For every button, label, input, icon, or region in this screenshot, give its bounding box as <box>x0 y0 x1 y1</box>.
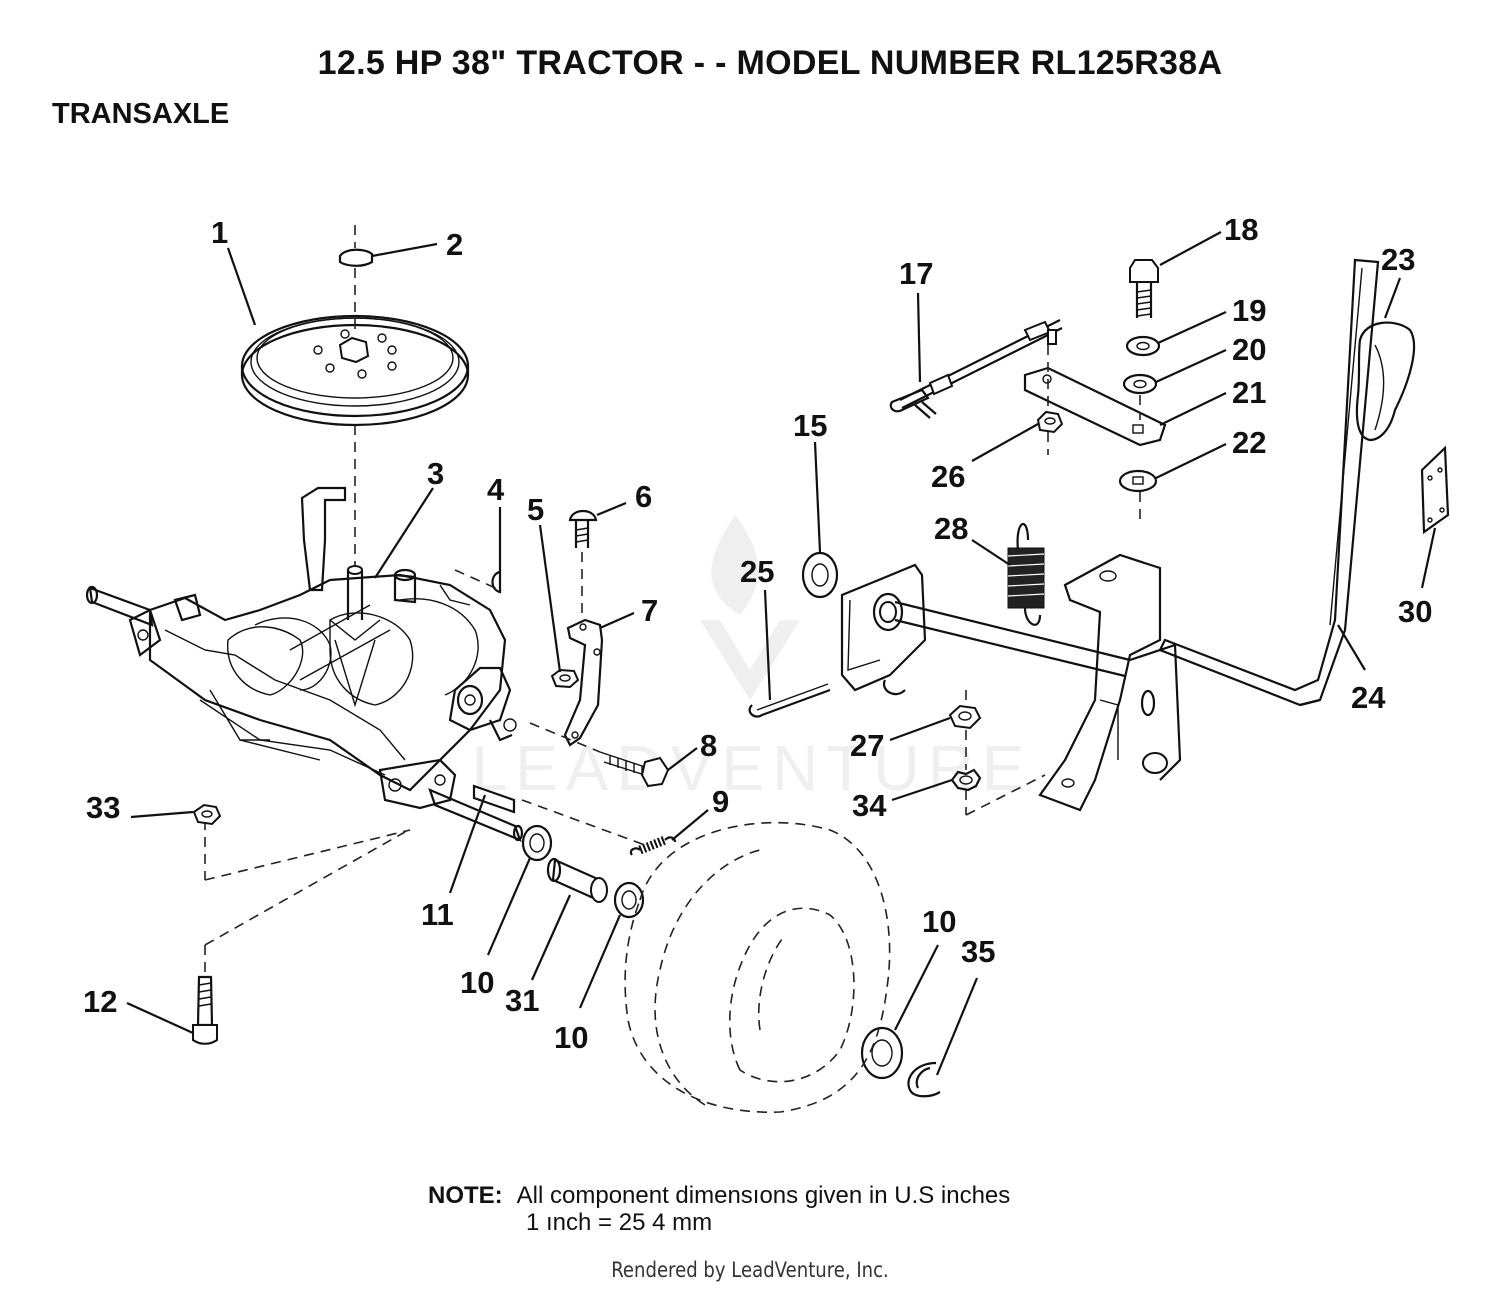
callout-28: 28 <box>934 511 968 546</box>
callout-19: 19 <box>1232 293 1266 328</box>
callout-12: 12 <box>83 984 117 1019</box>
part-20-washer <box>1122 373 1158 395</box>
callout-33: 33 <box>86 790 120 825</box>
callout-17: 17 <box>899 256 933 291</box>
part-5-nut <box>550 668 580 689</box>
callout-30: 30 <box>1398 594 1432 629</box>
part-6-bolt <box>568 509 598 548</box>
part-19-washer <box>1125 335 1161 357</box>
section-title: TRANSAXLE <box>52 98 230 130</box>
part-23-knob <box>1355 321 1416 442</box>
part-25-pin <box>748 683 831 718</box>
note-label: NOTE: <box>428 1182 503 1209</box>
key-part <box>338 248 374 267</box>
callout-34: 34 <box>852 788 887 823</box>
callout-labels: 1 2 3 4 5 6 7 8 9 10 10 10 11 12 15 17 1… <box>83 212 1432 1055</box>
part-9-spring <box>629 835 677 856</box>
note-line-1: All component dimensıons given in U.S in… <box>516 1182 1011 1209</box>
callout-31: 31 <box>505 983 539 1018</box>
callout-18: 18 <box>1224 212 1258 247</box>
rendered-by-footer: Rendered by LeadVenture, Inc. <box>611 1258 889 1282</box>
callout-6: 6 <box>635 479 652 514</box>
part-31-spacer <box>546 857 608 903</box>
callout-5: 5 <box>527 492 544 527</box>
tire-phantom <box>624 821 891 1113</box>
part-34-washer <box>950 768 982 792</box>
callout-27: 27 <box>850 728 884 763</box>
callout-11: 11 <box>421 897 454 932</box>
part-27-nut <box>948 704 982 730</box>
callout-10-a: 10 <box>460 965 494 1000</box>
part-35-clip <box>907 1061 941 1098</box>
leader-lines <box>126 231 1437 1076</box>
part-17-rod <box>889 319 1063 419</box>
callout-23: 23 <box>1381 242 1415 277</box>
part-8-bolt <box>599 751 670 788</box>
shift-shaft-assembly <box>840 553 1182 812</box>
callout-4: 4 <box>487 472 505 507</box>
part-26-nut <box>1036 410 1064 434</box>
callout-35: 35 <box>961 934 995 969</box>
pulley-part <box>240 314 470 427</box>
part-10-washer-a <box>521 824 553 862</box>
callout-10-c: 10 <box>922 904 956 939</box>
callout-15: 15 <box>793 408 827 443</box>
callout-25: 25 <box>740 554 774 589</box>
transaxle-part <box>85 486 524 842</box>
part-10-washer-b <box>613 881 645 919</box>
part-21-plate <box>1023 366 1167 447</box>
part-12-bolt <box>192 975 218 1045</box>
part-15-washer <box>801 551 839 599</box>
callout-3: 3 <box>427 456 444 491</box>
part-7-bracket <box>563 618 604 747</box>
callout-8: 8 <box>700 728 717 763</box>
callout-22: 22 <box>1232 425 1266 460</box>
part-18-bolt <box>1129 259 1159 318</box>
diagram-title: 12.5 HP 38" TRACTOR - - MODEL NUMBER RL1… <box>317 44 1223 82</box>
note-block: NOTE: All component dimensıons given in U… <box>428 1182 1010 1236</box>
part-33-nut <box>192 803 222 826</box>
callout-26: 26 <box>931 459 965 494</box>
callout-7: 7 <box>641 593 658 628</box>
callout-21: 21 <box>1232 375 1266 410</box>
callout-1: 1 <box>211 215 228 250</box>
part-11-key <box>472 784 516 814</box>
watermark-text: LEADVENTURE <box>472 732 1033 804</box>
callout-2: 2 <box>446 227 463 262</box>
callout-20: 20 <box>1232 332 1266 367</box>
callout-10-b: 10 <box>554 1020 588 1055</box>
part-4 <box>491 570 502 594</box>
watermark: LEADVENTURE <box>472 515 1033 804</box>
note-line-2: 1 ınch = 25 4 mm <box>526 1209 713 1236</box>
part-10-washer-c <box>860 1026 904 1080</box>
part-22-washer <box>1118 469 1158 493</box>
part-28-spring <box>1007 522 1045 626</box>
part-30-decal <box>1420 445 1450 535</box>
callout-24: 24 <box>1351 680 1386 715</box>
callout-9: 9 <box>712 784 729 819</box>
